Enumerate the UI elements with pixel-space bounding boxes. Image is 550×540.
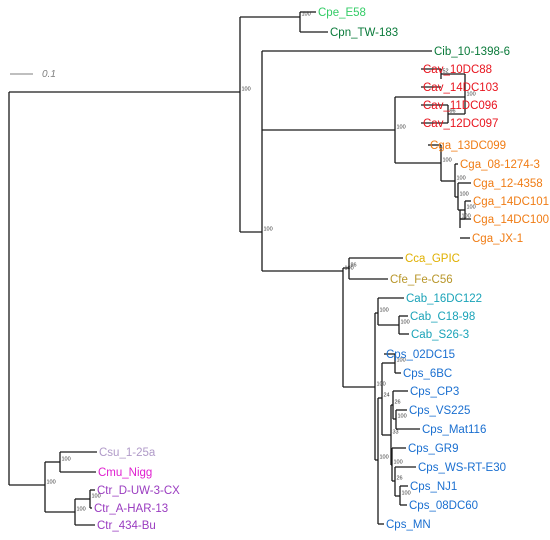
leaf-label: Cps_MN	[386, 519, 431, 531]
leaf-label: Cps_08DC60	[409, 500, 478, 512]
leaf-label: Cab_S26-3	[411, 329, 469, 341]
leaf-label: Cca_GPIC	[405, 253, 460, 265]
leaf-label: Cav_14DC103	[423, 82, 498, 94]
leaf-label: Cav_11DC096	[423, 100, 498, 112]
bootstrap-value: 100	[397, 358, 406, 364]
leaf-label: Cga_14DC101	[473, 196, 549, 208]
bootstrap-value: 26	[397, 476, 403, 482]
bootstrap-value: 100	[380, 455, 389, 461]
bootstrap-value: 100	[302, 12, 311, 18]
leaf-label: Cga_12-4358	[473, 178, 543, 190]
leaf-label: Cga_14DC100	[473, 214, 549, 226]
leaf-label: Cab_16DC122	[406, 293, 482, 305]
leaf-label: Cps_GR9	[408, 443, 459, 455]
bootstrap-value: 100	[467, 205, 476, 211]
leaf-label: Cib_10-1398-6	[434, 46, 510, 58]
bootstrap-value: 100	[380, 308, 389, 314]
leaf-label: Cps_WS-RT-E30	[418, 462, 506, 474]
bootstrap-value: 26	[395, 400, 401, 406]
leaf-label: Cav_10DC88	[423, 64, 492, 76]
bootstrap-value: 100	[47, 480, 56, 486]
leaf-label: Cps_CP3	[410, 386, 459, 398]
leaf-label: Csu_1-25a	[99, 447, 156, 459]
leaf-label: Ctr_434-Bu	[97, 520, 156, 532]
bootstrap-value: 100	[394, 460, 403, 466]
bootstrap-value: 33	[393, 430, 399, 436]
bootstrap-value: 100	[345, 266, 354, 272]
bootstrap-value: 52	[443, 69, 449, 75]
bootstrap-value: 100	[401, 320, 410, 326]
leaf-label: Cfe_Fe-C56	[390, 274, 453, 286]
bootstrap-value: 100	[457, 176, 466, 182]
leaf-label: Cps_Mat116	[422, 424, 486, 436]
bootstrap-value: 100	[377, 382, 386, 388]
leaf-label: Cps_02DC15	[386, 349, 455, 361]
bootstrap-value: 100	[62, 457, 71, 463]
leaf-label: Cmu_Nigg	[98, 467, 152, 479]
bootstrap-value: 100	[467, 92, 476, 98]
leaf-label: Cga_13DC099	[430, 140, 506, 152]
scale-bar: 0.1	[10, 69, 56, 80]
bootstrap-value: 100	[77, 507, 86, 513]
leaf-label: Cpe_E58	[318, 7, 366, 19]
leaf-label: Ctr_A-HAR-13	[94, 503, 168, 515]
bootstrap-value: 24	[384, 393, 390, 399]
bootstrap-value: 100	[443, 158, 452, 164]
bootstrap-value: 100	[242, 87, 251, 93]
bootstrap-value: 100	[402, 491, 411, 497]
leaf-label: Cga_JX-1	[472, 233, 523, 245]
bootstrap-values: 1001001005296100100100100100100100861001…	[47, 12, 476, 513]
bootstrap-value: 100	[462, 214, 471, 220]
leaf-labels: Cpe_E58Cpn_TW-183Cib_10-1398-6Cav_10DC88…	[94, 7, 549, 532]
leaf-label: Cab_C18-98	[410, 311, 475, 323]
bootstrap-value: 86	[351, 263, 357, 269]
leaf-label: Cps_6BC	[403, 368, 452, 380]
bootstrap-value: 100	[460, 192, 469, 198]
bootstrap-value: 100	[397, 125, 406, 131]
leaf-label: Cps_VS225	[409, 405, 470, 417]
leaf-label: Cga_08-1274-3	[460, 159, 540, 171]
tree-branches	[8, 11, 471, 526]
bootstrap-value: 100	[92, 494, 101, 500]
scale-bar-label: 0.1	[42, 69, 56, 80]
bootstrap-value: 100	[398, 414, 407, 420]
leaf-label: Cps_NJ1	[410, 481, 457, 493]
leaf-label: Cav_12DC097	[423, 118, 498, 130]
bootstrap-value: 96	[450, 109, 456, 115]
leaf-label: Cpn_TW-183	[330, 27, 398, 39]
bootstrap-value: 100	[264, 227, 273, 233]
leaf-label: Ctr_D-UW-3-CX	[97, 485, 180, 497]
